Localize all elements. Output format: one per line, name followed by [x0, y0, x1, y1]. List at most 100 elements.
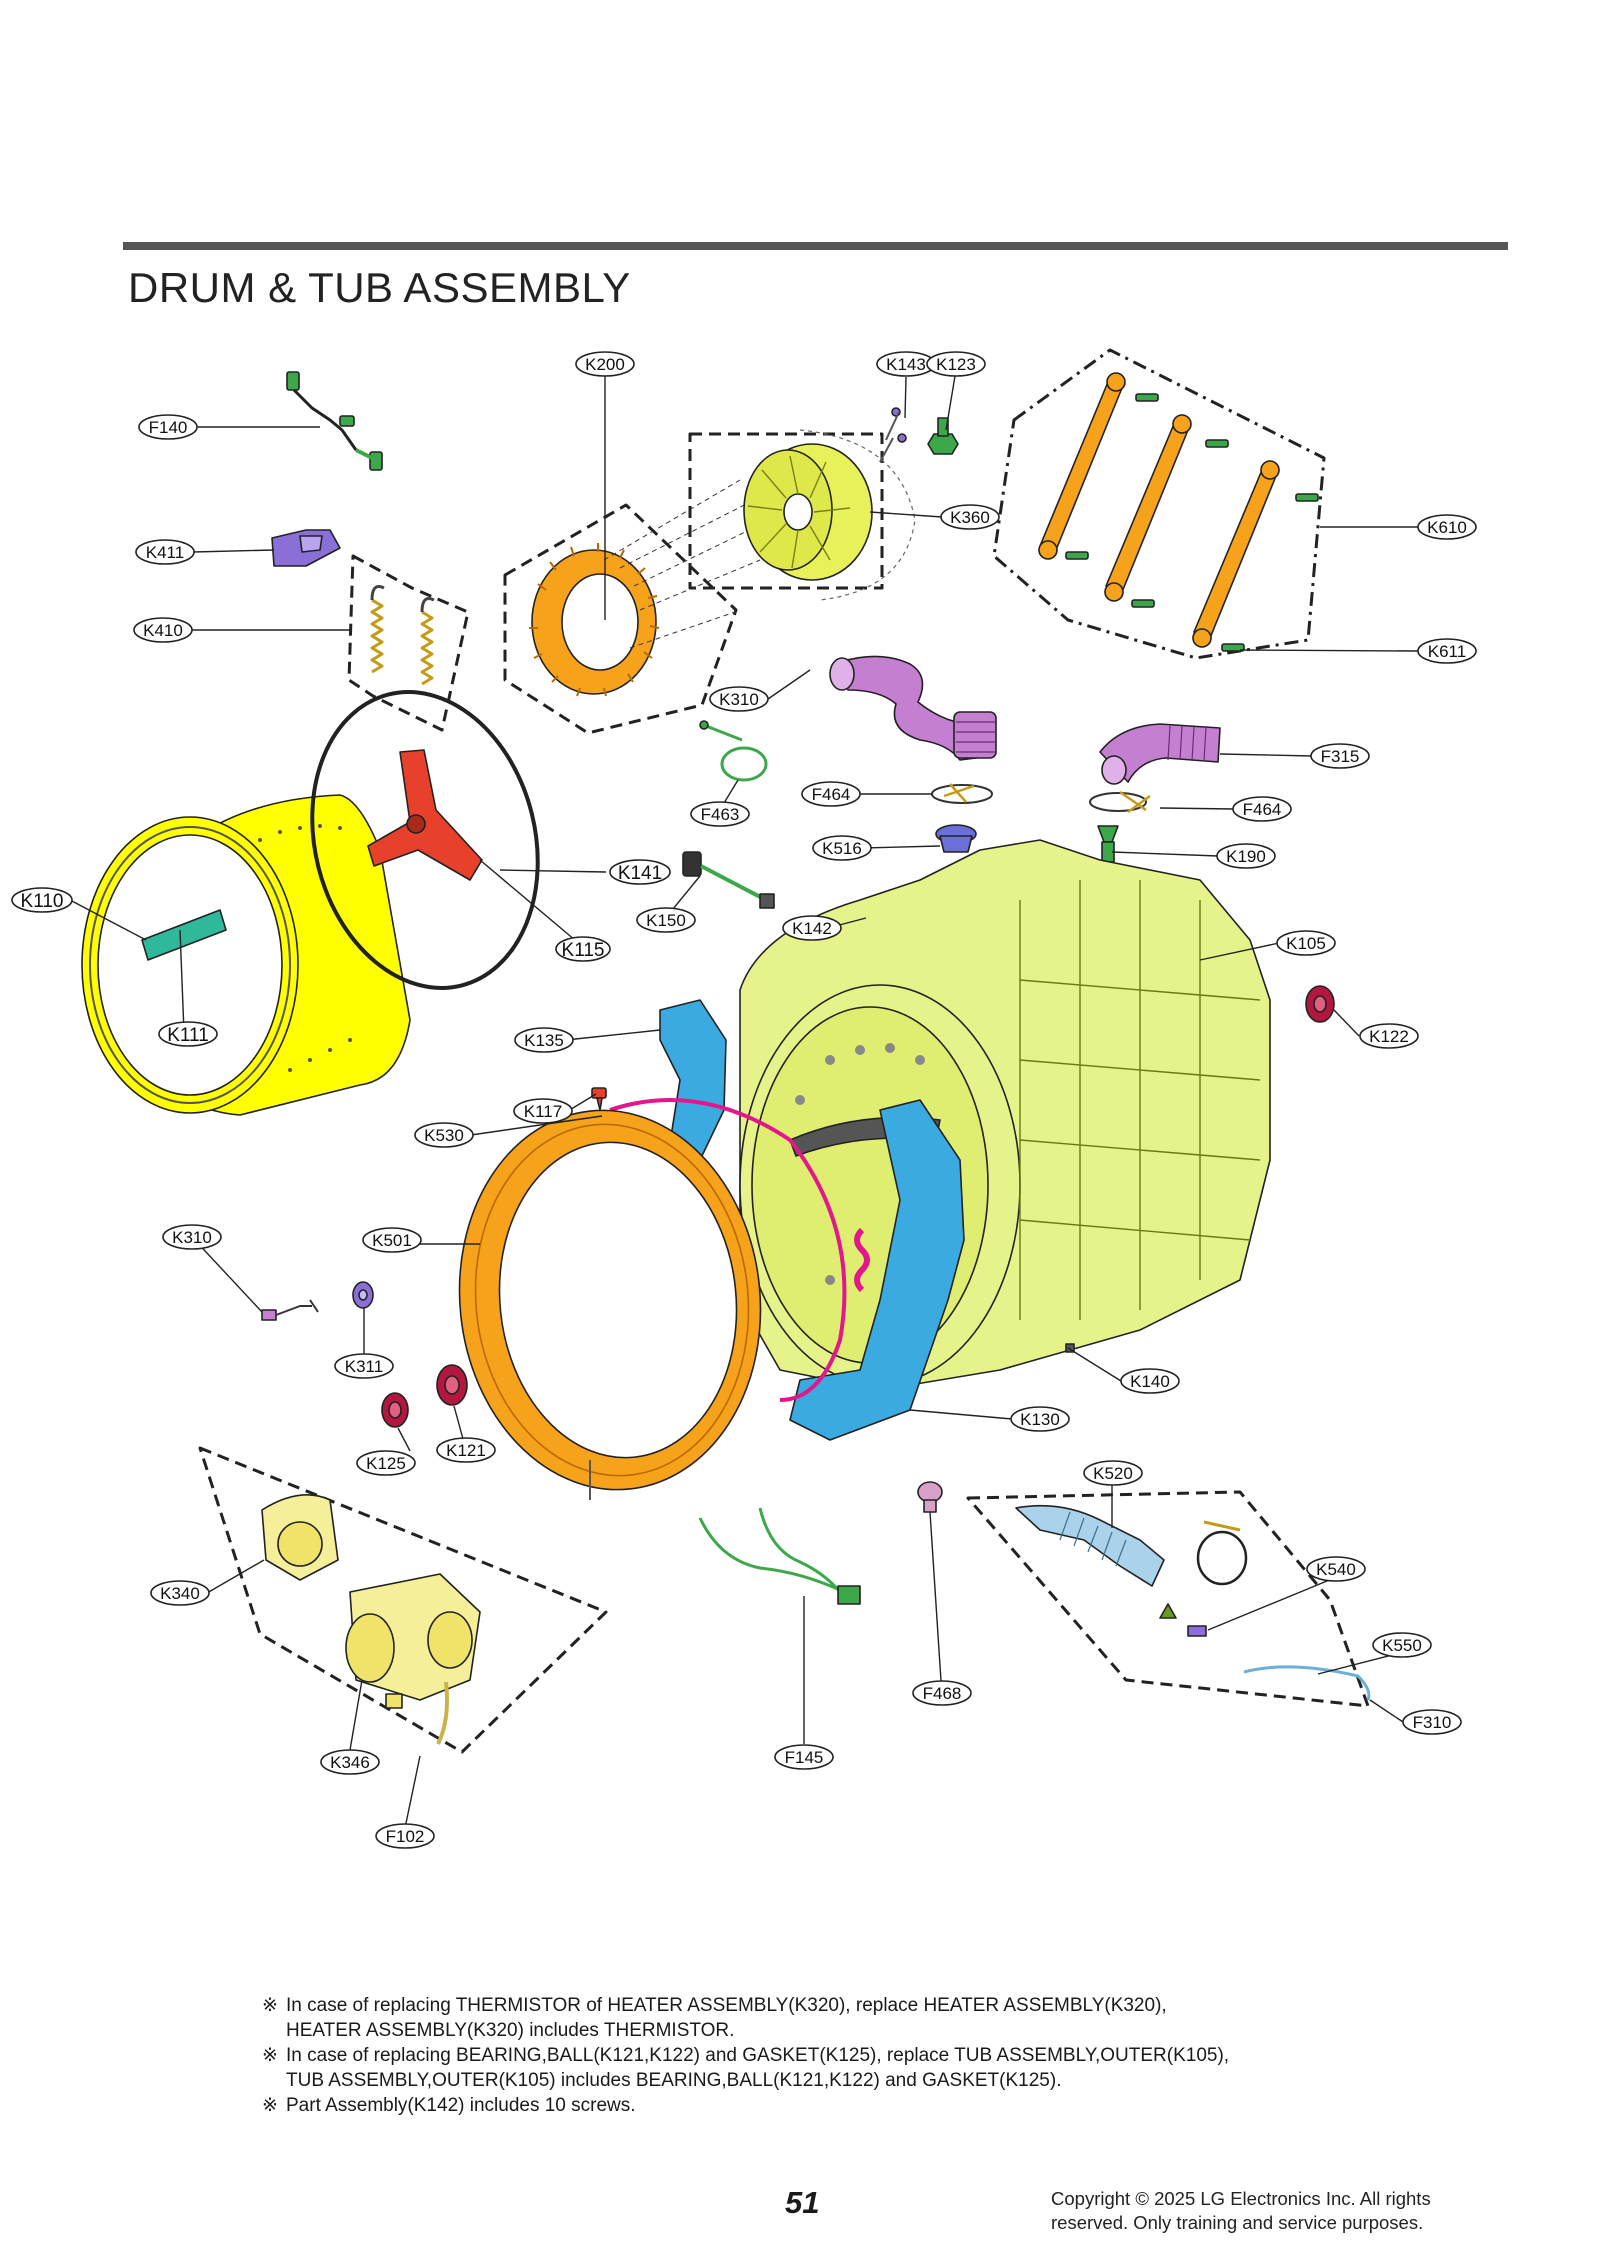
callout-k135: K135: [514, 1027, 574, 1053]
svg-text:F310: F310: [1413, 1713, 1452, 1732]
copyright-line: Copyright © 2025 LG Electronics Inc. All…: [1051, 2188, 1431, 2209]
k340-pump-part: [198, 1446, 608, 1754]
callout-k142: K142: [782, 915, 842, 941]
k346-pump-housing-part: [345, 1573, 481, 1745]
svg-text:K310: K310: [172, 1228, 212, 1247]
k105-tub-part: [739, 839, 1271, 1391]
svg-text:K110: K110: [21, 891, 64, 912]
callout-k121: K121: [436, 1437, 496, 1463]
svg-text:K135: K135: [524, 1031, 564, 1050]
k530-hose-part: [609, 1098, 870, 1402]
f464-clamp-part: [931, 783, 1151, 814]
callout-k190: K190: [1216, 843, 1276, 869]
callout-f145: F145: [774, 1744, 834, 1770]
k190-valve-part: [1097, 825, 1119, 863]
callout-k115: K115: [555, 936, 611, 962]
svg-text:K111: K111: [167, 1025, 209, 1046]
svg-text:K611: K611: [1428, 642, 1466, 661]
k310-hose-part: [829, 655, 997, 761]
svg-text:F464: F464: [812, 785, 851, 804]
callout-k610: K610: [1417, 514, 1477, 540]
callout-k122: K122: [1359, 1023, 1419, 1049]
callout-k611: K611: [1417, 638, 1477, 664]
note-line: HEATER ASSEMBLY(K320) includes THERMISTO…: [286, 2020, 735, 2041]
page-number: 51: [785, 2185, 820, 2220]
svg-text:K610: K610: [1427, 518, 1467, 537]
callout-k111: K111: [158, 1021, 218, 1047]
callout-f140: F140: [138, 414, 198, 440]
k610-dampers-part: [992, 348, 1326, 660]
svg-text:K150: K150: [646, 911, 686, 930]
k311-plug-part: [352, 1281, 374, 1309]
svg-text:K121: K121: [446, 1441, 486, 1460]
note-line: TUB ASSEMBLY,OUTER(K105) includes BEARIN…: [286, 2070, 1062, 2091]
svg-text:K105: K105: [1286, 934, 1326, 953]
k141-gasket-part: [310, 690, 540, 990]
k200-stator-part: [503, 479, 771, 735]
callout-f310: F310: [1402, 1709, 1462, 1735]
svg-text:K411: K411: [146, 543, 184, 562]
copyright-notice: Copyright © 2025 LG Electronics Inc. All…: [1051, 2187, 1511, 2235]
k550-hose-part: [1243, 1665, 1371, 1701]
svg-text:K520: K520: [1093, 1464, 1133, 1483]
callout-k540: K540: [1306, 1556, 1366, 1582]
svg-text:K310: K310: [719, 690, 759, 709]
note-mark: ※: [262, 2095, 278, 2116]
callout-k140: K140: [1120, 1368, 1180, 1394]
note-mark: ※: [262, 2045, 278, 2066]
k516-cap-part: [935, 824, 977, 853]
svg-text:F145: F145: [785, 1748, 824, 1767]
k540-connector-part: [1159, 1603, 1207, 1637]
k125-gasket-part: [381, 1392, 409, 1428]
svg-text:K501: K501: [372, 1231, 412, 1250]
note-line: Part Assembly(K142) includes 10 screws.: [286, 2095, 636, 2116]
callout-k110: K110: [11, 887, 73, 913]
callout-f463: F463: [690, 801, 750, 827]
callout-k125: K125: [356, 1450, 416, 1476]
svg-text:K550: K550: [1382, 1636, 1422, 1655]
svg-text:K410: K410: [143, 621, 183, 640]
svg-text:K122: K122: [1369, 1027, 1409, 1046]
svg-text:F102: F102: [386, 1827, 425, 1846]
k115-spider-part: [367, 749, 483, 881]
svg-text:K117: K117: [524, 1102, 562, 1121]
note-bearing: ※ In case of replacing BEARING,BALL(K121…: [262, 2043, 1412, 2093]
callout-f102: F102: [375, 1823, 435, 1849]
k140-screw-part: [1065, 1343, 1075, 1353]
callout-f464-b: F464: [1232, 796, 1292, 822]
k310-thermistor-part: [261, 1299, 319, 1321]
page-title: DRUM & TUB ASSEMBLY: [128, 264, 631, 311]
k410-springs-part: [347, 554, 470, 732]
f145-harness-part: [698, 1507, 861, 1605]
callout-k311: K311: [334, 1353, 394, 1379]
svg-text:K190: K190: [1226, 847, 1266, 866]
svg-text:K140: K140: [1130, 1372, 1170, 1391]
svg-text:K530: K530: [424, 1126, 464, 1145]
svg-text:F140: F140: [149, 418, 188, 437]
callout-f468: F468: [912, 1680, 972, 1706]
callout-k310-left: K310: [162, 1224, 222, 1250]
callout-k200: K200: [575, 351, 635, 377]
svg-text:K141: K141: [618, 863, 662, 884]
note-line: In case of replacing BEARING,BALL(K121,K…: [286, 2045, 1230, 2066]
k122-bearing-part: [1305, 985, 1335, 1023]
header-rule: [123, 242, 1508, 250]
k110-drum-part: [81, 794, 411, 1116]
svg-text:K516: K516: [822, 839, 862, 858]
leader-lines: [69, 375, 1419, 1829]
k121-bearing-part: [436, 1364, 468, 1406]
svg-text:F315: F315: [1321, 747, 1360, 766]
svg-text:K200: K200: [585, 355, 625, 374]
f315-hose-part: [1099, 723, 1221, 785]
k411-clip-part: [271, 529, 341, 567]
svg-text:K123: K123: [936, 355, 976, 374]
callout-f315: F315: [1310, 743, 1370, 769]
svg-text:F464: F464: [1243, 800, 1282, 819]
f140-harness-part: [286, 371, 383, 471]
part-callouts: F140 K411 K410 K200 K143 K123 K360 K610 …: [11, 351, 1477, 1849]
callout-f464-a: F464: [801, 781, 861, 807]
callout-k150: K150: [636, 907, 696, 933]
callout-k520: K520: [1083, 1460, 1143, 1486]
k117-screw-part: [591, 1087, 607, 1111]
callout-k410: K410: [133, 617, 193, 643]
